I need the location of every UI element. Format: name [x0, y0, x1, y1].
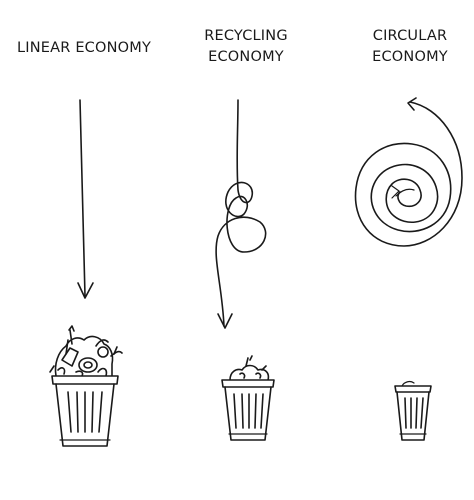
circular-spiral-arrow: [354, 97, 463, 247]
small-garbage-pile: [229, 355, 270, 381]
circular-economy-title: CIRCULAR ECONOMY: [330, 26, 474, 68]
circular-economy-title-line-2: ECONOMY: [372, 49, 448, 65]
linear-economy-title: LINEAR ECONOMY: [4, 38, 164, 59]
half-full-trash-bin-icon: [221, 355, 275, 441]
nearly-empty-trash-bin-icon: [394, 380, 432, 441]
overflowing-trash-bin-icon: [49, 325, 123, 447]
garbage-pile: [49, 325, 123, 377]
linear-arrow: [77, 99, 94, 299]
recycling-economy-title-line-1: RECYCLING: [204, 28, 288, 44]
circular-economy-title-line-1: CIRCULAR: [372, 28, 448, 44]
recycling-economy-title-line-2: ECONOMY: [208, 49, 284, 65]
linear-economy-title-line-1: LINEAR ECONOMY: [16, 40, 152, 56]
recycling-looping-arrow: [215, 99, 267, 329]
recycling-economy-title: RECYCLING ECONOMY: [166, 26, 326, 68]
